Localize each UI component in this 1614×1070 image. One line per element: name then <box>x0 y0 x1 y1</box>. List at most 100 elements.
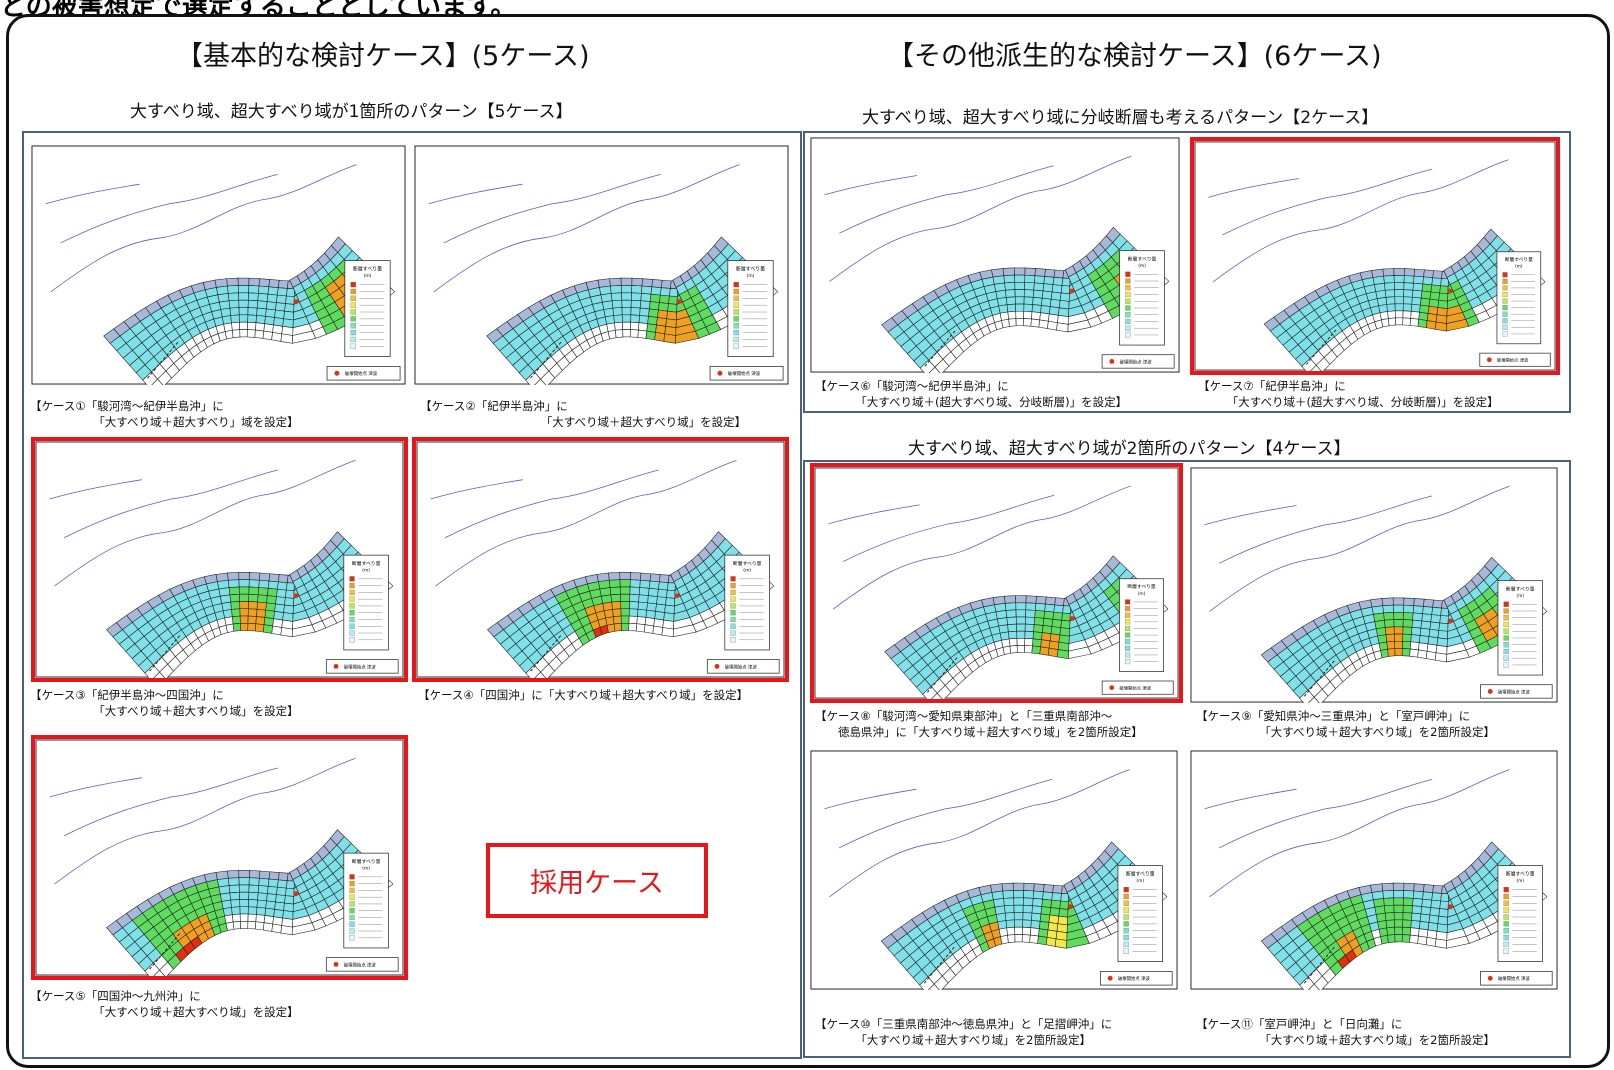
left-section-title: 【基本的な検討ケース】(5ケース) <box>176 41 590 72</box>
case10-map-svg: 断層すべり量(m) 破壊開始点 津波 <box>810 750 1178 990</box>
svg-text:(m): (m) <box>743 568 751 574</box>
pattern-single-title: 大すべり域、超大すべり域が1箇所のパターン【5ケース】 <box>130 102 573 122</box>
coastline-lines <box>828 485 1132 610</box>
svg-text:断層すべり量: 断層すべり量 <box>1127 583 1156 590</box>
epicenter-legend: 破壊開始点 津波 <box>709 365 784 381</box>
epicenter-legend: 破壊開始点 津波 <box>325 659 399 674</box>
svg-text:断層すべり量: 断層すべり量 <box>1506 585 1535 592</box>
pattern-branch-title: 大すべり域、超大すべり域に分岐断層も考えるパターン【2ケース】 <box>862 108 1379 128</box>
case2-caption: 【ケース②「紀伊半島沖」に 「大すべり域＋超大すべり域」を設定】 <box>420 399 747 429</box>
svg-text:(m): (m) <box>1138 591 1146 597</box>
coastline-lines <box>1204 485 1510 612</box>
epicenter-dot <box>293 299 299 305</box>
epicenter-dot <box>293 593 299 599</box>
svg-text:破壊開始点 津波: 破壊開始点 津波 <box>1498 975 1530 982</box>
svg-text:(m): (m) <box>364 273 372 279</box>
case3-caption: 【ケース③「紀伊半島沖～四国沖」に 「大すべり域＋超大すべり域」を設定】 <box>30 688 299 718</box>
case6-map: 断層すべり量(m) 破壊開始点 津波 <box>810 137 1180 373</box>
svg-text:(m): (m) <box>1516 593 1524 599</box>
slip-legend: 断層すべり量(m) <box>1119 578 1165 672</box>
case4-map: 断層すべり量(m) 破壊開始点 津波 <box>412 437 789 682</box>
epicenter-dot <box>293 891 299 897</box>
svg-text:断層すべり量: 断層すべり量 <box>736 265 765 272</box>
coastline-lines <box>1204 769 1510 898</box>
slip-legend: 断層すべり量(m) <box>344 260 391 357</box>
svg-text:(m): (m) <box>1136 878 1144 884</box>
svg-text:(m): (m) <box>747 273 755 279</box>
coastline-lines <box>45 164 357 293</box>
svg-text:破壊開始点 津波: 破壊開始点 津波 <box>728 370 761 377</box>
epicenter-dot <box>674 593 680 599</box>
slip-legend: 断層すべり量(m) <box>724 554 770 651</box>
svg-text:(m): (m) <box>1138 263 1146 269</box>
coastline-lines <box>824 155 1132 282</box>
svg-text:破壊開始点 津波: 破壊開始点 津波 <box>1498 688 1530 695</box>
case5-map-svg: 断層すべり量(m) 破壊開始点 津波 <box>35 739 404 976</box>
case5-caption: 【ケース⑤「四国沖～九州沖」に 「大すべり域＋超大すべり域」を設定】 <box>30 989 299 1019</box>
case8-map: 断層すべり量(m) 破壊開始点 津波 <box>810 463 1183 703</box>
svg-text:断層すべり量: 断層すべり量 <box>352 560 381 567</box>
case7-caption: 【ケース⑦「紀伊半島沖」に 「大すべり域＋(超大すべり域、分岐断層)」を設定】 <box>1198 379 1499 409</box>
coastline-lines <box>49 459 356 587</box>
epicenter-legend: 破壊開始点 津波 <box>1479 352 1551 367</box>
svg-text:(m): (m) <box>362 866 370 872</box>
slip-legend: 断層すべり量(m) <box>1497 580 1543 676</box>
case4-map-svg: 断層すべり量(m) 破壊開始点 津波 <box>416 441 785 678</box>
case1-caption: 【ケース①「駿河湾～紀伊半島沖」に 「大すべり域＋超大すべり」域を設定】 <box>30 399 299 429</box>
epicenter-legend: 破壊開始点 津波 <box>1100 970 1173 986</box>
coastline-lines <box>1208 159 1509 283</box>
pattern-double-title: 大すべり域、超大すべり域が2箇所のパターン【4ケース】 <box>908 439 1351 459</box>
case8-map-svg: 断層すべり量(m) 破壊開始点 津波 <box>814 467 1179 699</box>
svg-text:(m): (m) <box>1515 264 1523 270</box>
case9-map-svg: 断層すべり量(m) 破壊開始点 津波 <box>1190 467 1558 703</box>
epicenter-dot <box>1448 904 1453 910</box>
coastline-lines <box>428 164 740 293</box>
epicenter-legend: 破壊開始点 津波 <box>326 365 401 381</box>
case9-caption: 【ケース⑨「愛知県沖～三重県沖」と「室戸岬沖」に 「大すべり域＋超大すべり域」を… <box>1196 709 1495 739</box>
epicenter-dot <box>1068 904 1073 910</box>
svg-text:断層すべり量: 断層すべり量 <box>1506 870 1535 877</box>
slip-legend: 断層すべり量(m) <box>1117 865 1163 962</box>
case6-map-svg: 断層すべり量(m) 破壊開始点 津波 <box>810 137 1180 373</box>
epicenter-legend: 破壊開始点 津波 <box>1101 680 1174 695</box>
case4-caption: 【ケース④「四国沖」に「大すべり域＋超大すべり域」を設定】 <box>418 688 749 702</box>
case11-map-svg: 断層すべり量(m) 破壊開始点 津波 <box>1190 750 1558 990</box>
epicenter-legend: 破壊開始点 津波 <box>325 957 399 972</box>
case10-caption: 【ケース⑩「三重県南部沖～徳島県沖」と「足摺岬沖」に 「大すべり域＋超大すべり域… <box>815 1017 1113 1047</box>
svg-text:破壊開始点 津波: 破壊開始点 津波 <box>725 663 758 670</box>
svg-text:断層すべり量: 断層すべり量 <box>353 265 382 272</box>
slip-legend: 断層すべり量(m) <box>1119 250 1165 346</box>
svg-text:破壊開始点 津波: 破壊開始点 津波 <box>345 370 378 377</box>
epicenter-dot <box>1069 616 1075 621</box>
epicenter-legend: 破壊開始点 津波 <box>1480 684 1553 699</box>
case1-map-svg: 断層すべり量(m) 破壊開始点 津波 <box>31 145 406 385</box>
case1-map: 断層すべり量(m) 破壊開始点 津波 <box>31 145 406 385</box>
epicenter-dot <box>1448 618 1453 624</box>
slip-legend: 断層すべり量(m) <box>343 852 389 949</box>
case9-map: 断層すべり量(m) 破壊開始点 津波 <box>1190 467 1558 703</box>
case7-map: 断層すべり量(m) 破壊開始点 津波 <box>1190 137 1560 375</box>
epicenter-legend: 破壊開始点 津波 <box>1480 970 1553 986</box>
svg-text:破壊開始点 津波: 破壊開始点 津波 <box>1120 358 1153 365</box>
right-section-title: 【その他派生的な検討ケース】(6ケース) <box>887 41 1382 72</box>
epicenter-dot <box>1447 288 1453 294</box>
svg-text:(m): (m) <box>1516 878 1524 884</box>
svg-text:破壊開始点 津波: 破壊開始点 津波 <box>1118 975 1150 982</box>
epicenter-legend: 破壊開始点 津波 <box>706 659 780 674</box>
case3-map: 断層すべり量(m) 破壊開始点 津波 <box>31 437 408 682</box>
case5-map: 断層すべり量(m) 破壊開始点 津波 <box>31 735 408 980</box>
adopted-case-label: 採用ケース <box>486 843 708 918</box>
svg-text:破壊開始点 津波: 破壊開始点 津波 <box>1119 685 1151 692</box>
case7-map-svg: 断層すべり量(m) 破壊開始点 津波 <box>1194 141 1556 371</box>
slip-legend: 断層すべり量(m) <box>343 554 389 651</box>
coastline-lines <box>430 459 737 587</box>
svg-text:断層すべり量: 断層すべり量 <box>1505 256 1533 263</box>
case8-caption: 【ケース⑧「駿河湾～愛知県東部沖」と「三重県南部沖～ 徳島県沖」に「大すべり域＋… <box>815 709 1143 739</box>
epicenter-dot <box>1069 288 1075 294</box>
slip-legend: 断層すべり量(m) <box>1497 865 1543 962</box>
case11-map: 断層すべり量(m) 破壊開始点 津波 <box>1190 750 1558 990</box>
coastline-lines <box>49 757 356 885</box>
svg-text:断層すべり量: 断層すべり量 <box>1128 255 1157 262</box>
case11-caption: 【ケース⑪「室戸岬沖」と「日向灘」に 「大すべり域＋超大すべり域」を2箇所設定】 <box>1196 1017 1495 1047</box>
case6-caption: 【ケース⑥「駿河湾～紀伊半島沖」に 「大すべり域＋(超大すべり域、分岐断層)」を… <box>815 379 1128 409</box>
